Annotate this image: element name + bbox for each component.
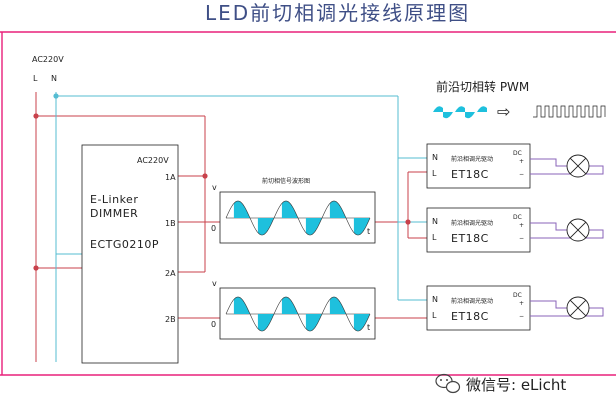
waveform-fill xyxy=(329,297,346,314)
waveform-v-label: v xyxy=(212,279,217,288)
waveform-outline xyxy=(321,296,371,332)
junction-dot xyxy=(202,173,208,179)
driver-l-label: L xyxy=(432,233,437,242)
waveform-curve xyxy=(225,296,371,332)
waveform-fill xyxy=(257,218,274,235)
dc-wire-negative xyxy=(530,229,604,239)
driver-unit: NL 前沿相调光驱动 ET18C DC+ − xyxy=(426,143,604,189)
driver-model: ET18C xyxy=(451,310,489,323)
watermark: 微信号: eLicht xyxy=(435,373,566,394)
driver-plus-label: + xyxy=(519,300,524,307)
waveform-fill xyxy=(281,201,298,218)
waveform-fill xyxy=(353,218,370,235)
waveform-t-label: t xyxy=(367,323,370,332)
mains-n-label: N xyxy=(51,74,57,83)
driver-n-label: N xyxy=(432,295,438,304)
wire-junctions xyxy=(33,93,411,271)
driver-plus-label: + xyxy=(519,158,524,165)
driver-dc-label: DC xyxy=(513,214,522,221)
dimmer-box: AC220V E-Linker DIMMER ECTG0210P 1A 1B 2… xyxy=(81,144,179,364)
driver-l-label: L xyxy=(432,169,437,178)
dc-wire-positive xyxy=(530,222,567,231)
junction-dot xyxy=(33,265,39,271)
watermark-text: 微信号: eLicht xyxy=(466,376,566,394)
conversion-arrow-icon: ⇨ xyxy=(497,102,510,121)
junction-dot xyxy=(405,219,411,225)
waveform-fill xyxy=(257,314,274,331)
driver-box xyxy=(426,207,531,253)
waveform-origin-label: 0 xyxy=(211,320,216,329)
driver-box xyxy=(426,285,531,331)
waveform-outline xyxy=(225,200,275,236)
waveform-origin-label: 0 xyxy=(211,224,216,233)
dc-wire-positive xyxy=(530,300,567,309)
waveform-t-label: t xyxy=(367,227,370,236)
terminal-1b-label: 1B xyxy=(165,219,176,228)
wechat-icon xyxy=(435,373,461,394)
outer-frame xyxy=(0,31,616,376)
terminal-2a-label: 2A xyxy=(165,269,176,278)
waveform-fill xyxy=(353,314,370,331)
driver-plus-label: + xyxy=(519,222,524,229)
waveform-curve xyxy=(225,200,371,236)
waveform-fill xyxy=(329,201,346,218)
waveform-outline xyxy=(321,200,371,236)
dc-wire-negative xyxy=(530,165,604,175)
driver-title: 前沿相调光驱动 xyxy=(451,219,493,227)
waveform-title: 前切相信号波形图 xyxy=(262,177,310,185)
dc-wire-negative xyxy=(530,307,604,317)
driver-dc-label: DC xyxy=(513,292,522,299)
pwm-waveform-icon xyxy=(533,105,606,118)
junction-dot xyxy=(33,113,39,119)
mains-label: AC220V xyxy=(32,55,64,64)
junction-dot xyxy=(53,93,59,99)
terminal-1a-label: 1A xyxy=(165,173,176,182)
driver-minus-label: − xyxy=(519,235,524,242)
lamp-cross xyxy=(569,299,587,317)
driver-box xyxy=(426,143,531,189)
driver-dc-label: DC xyxy=(513,150,522,157)
driver-n-label: N xyxy=(432,153,438,162)
waveform-fill xyxy=(305,218,322,235)
driver-minus-label: − xyxy=(519,171,524,178)
driver-title: 前沿相调光驱动 xyxy=(451,155,493,163)
driver-minus-label: − xyxy=(519,313,524,320)
driver-unit: NL 前沿相调光驱动 ET18C DC+ − xyxy=(426,285,604,331)
lamp-cross xyxy=(569,221,587,239)
driver-l-label: L xyxy=(432,311,437,320)
waveform-fill xyxy=(305,314,322,331)
waveform-fill xyxy=(281,297,298,314)
terminal-2b-label: 2B xyxy=(165,315,176,324)
waveform-panel-1: 前切相信号波形图 v 0 t xyxy=(211,177,376,244)
waveform-v-label: v xyxy=(212,183,217,192)
driver-model: ET18C xyxy=(451,168,489,181)
driver-title: 前沿相调光驱动 xyxy=(451,297,493,305)
mains-l-label: L xyxy=(33,74,38,83)
neutral-wires xyxy=(55,92,430,362)
dc-wire-positive xyxy=(530,158,567,167)
waveform-outline xyxy=(273,296,323,332)
waveform-fill xyxy=(233,201,250,218)
driver-n-label: N xyxy=(432,217,438,226)
pwm-conversion: 前沿切相转 PWM ⇨ xyxy=(433,79,606,121)
driver-model: ET18C xyxy=(451,232,489,245)
driver-unit: NL 前沿相调光驱动 ET18C DC+ − xyxy=(426,207,604,253)
dimmer-brand: E-Linker xyxy=(90,193,138,206)
waveform-panel-2: v 0 t xyxy=(211,279,376,340)
waveform-fill xyxy=(233,297,250,314)
lamp-cross xyxy=(569,157,587,175)
waveform-outline xyxy=(225,296,275,332)
mini-waveform-icon xyxy=(433,106,487,119)
pwm-conversion-label: 前沿切相转 PWM xyxy=(436,79,529,94)
driver-group: NL前沿相调光驱动ET18CDC+−NL前沿相调光驱动ET18CDC+−NL前沿… xyxy=(426,143,604,331)
dimmer-type: DIMMER xyxy=(90,207,138,220)
waveform-outline xyxy=(273,200,323,236)
dimmer-supply-label: AC220V xyxy=(137,156,169,165)
diagram-title: LED前切相调光接线原理图 xyxy=(205,1,470,25)
dimmer-model: ECTG0210P xyxy=(90,238,159,251)
